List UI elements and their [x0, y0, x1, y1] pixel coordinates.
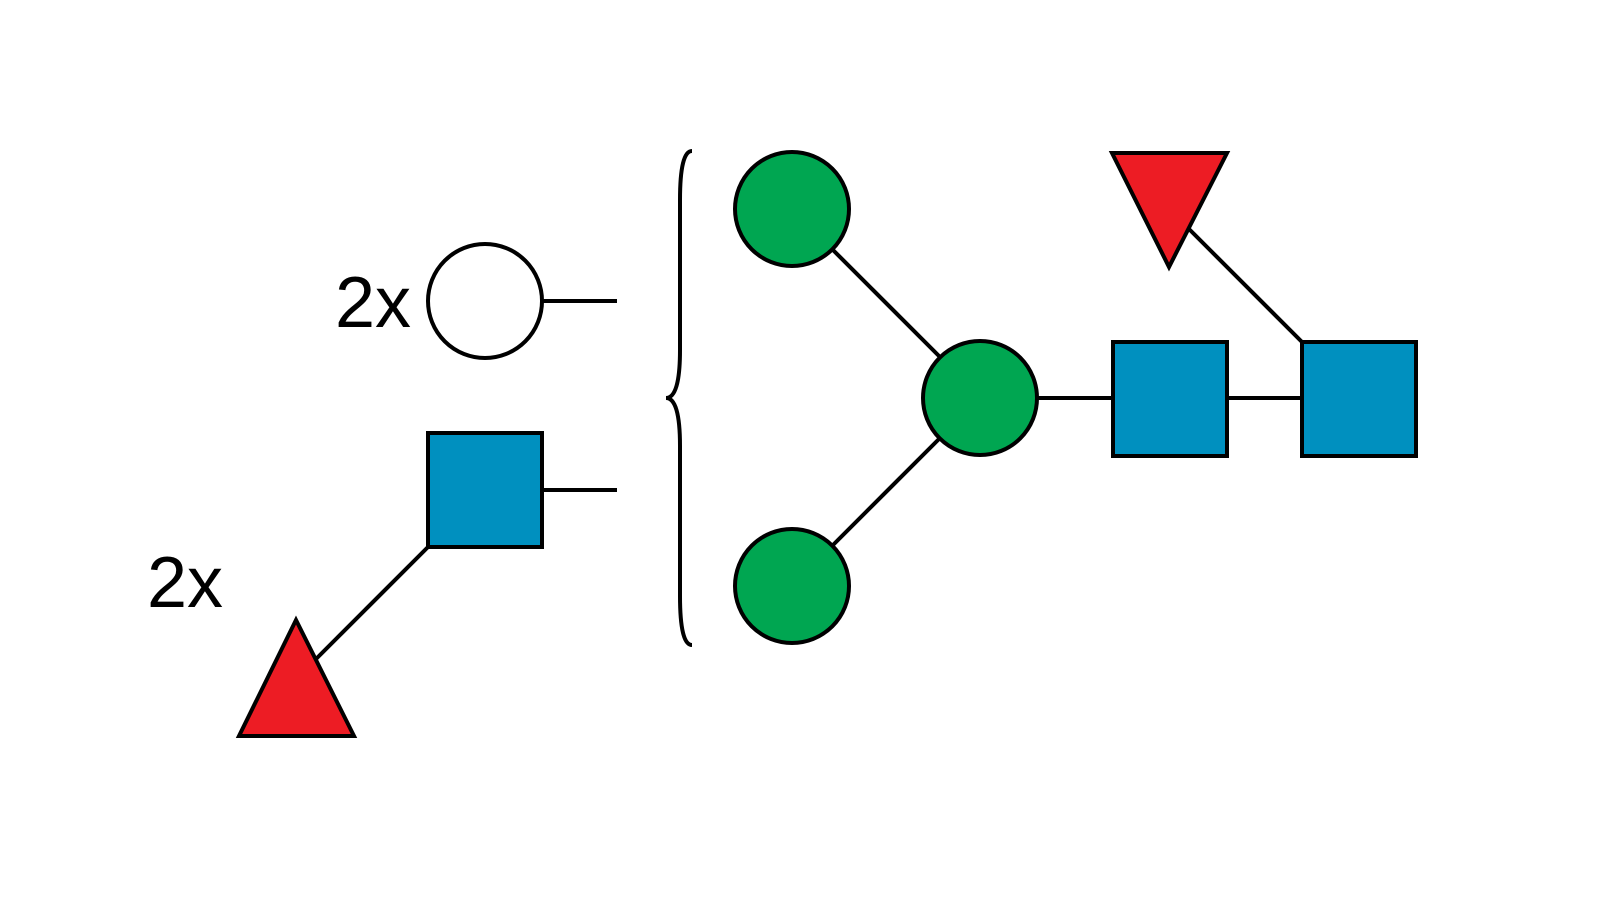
galactose-antenna-multiplier: 2x	[335, 263, 411, 343]
glcnac-antenna-multiplier: 2x	[147, 543, 223, 623]
glcnac-core-square-2	[1300, 340, 1418, 458]
link-mannose-bottom-branch	[830, 436, 942, 548]
galactose-antenna-circle	[426, 242, 544, 360]
fucose-core-triangle	[1108, 151, 1231, 272]
link-fucose-glcnac-antenna	[313, 543, 432, 662]
glcnac-antenna-square	[426, 431, 544, 549]
glcnac-core-square-1	[1111, 340, 1229, 458]
linkages	[313, 226, 1304, 662]
antenna-brace	[665, 149, 693, 647]
link-fucose-core	[1186, 226, 1304, 344]
mannose-top-circle	[733, 150, 851, 268]
link-mannose-top-branch	[830, 247, 942, 359]
mannose-center-circle	[921, 339, 1039, 457]
mannose-bottom-circle	[733, 527, 851, 645]
fucose-antenna-triangle	[235, 615, 358, 738]
